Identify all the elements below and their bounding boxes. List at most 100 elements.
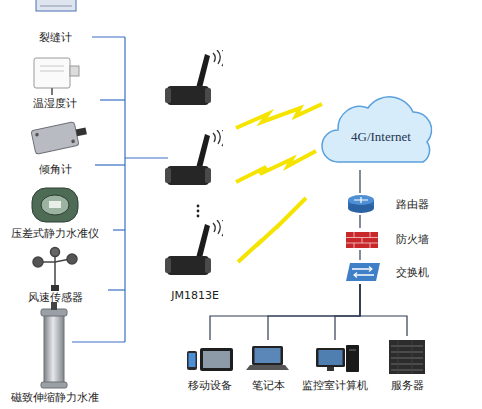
text-holder: 监控室计算机 (278, 379, 392, 392)
network-link (359, 170, 360, 193)
dtu-device (165, 218, 225, 275)
network-link (335, 284, 360, 340)
computer-icon (316, 345, 359, 372)
cloud-node: 4G/Internet (318, 92, 444, 170)
laptop-base (246, 365, 289, 370)
network-link (359, 215, 360, 228)
node-label: 倾角计 (0, 163, 115, 176)
firewall-node: 防火墙 (346, 228, 426, 250)
firewall-wall (346, 232, 378, 248)
text-holder: 4G/Internet (318, 130, 444, 143)
bus-stub (72, 341, 125, 342)
text-holder: 倾角计 (0, 163, 115, 176)
firewall-icon (346, 232, 378, 248)
cable (51, 88, 53, 95)
switch-node: 交换机 (346, 260, 426, 284)
bus-line (124, 37, 125, 342)
router-arrows (354, 197, 368, 203)
text-holder: 温湿度计 (0, 97, 115, 110)
node-label: 风速传感器 (0, 291, 125, 304)
switch-arrowheads (354, 267, 372, 278)
sensor-node: 磁致伸缩静力水准 (0, 302, 110, 404)
tower (346, 345, 359, 372)
text-holder: 服务器 (362, 379, 452, 392)
anemometer-icon (33, 248, 77, 292)
text-holder: 防火墙 (396, 233, 429, 246)
server-icon (389, 340, 425, 374)
lightning-bolt (236, 104, 322, 128)
phone-screen (189, 353, 196, 367)
bus-stub (108, 289, 125, 290)
router-node: 路由器 (346, 193, 426, 215)
router-icon (348, 195, 374, 213)
node-label: 笔记本 (224, 379, 312, 392)
text-holder: 裂缝计 (0, 31, 115, 44)
tablet (200, 348, 233, 371)
level-gauge-icon (32, 188, 78, 222)
crack-meter-line (40, 6, 72, 7)
ellipsis-dot (197, 215, 200, 218)
crack-meter-body (36, 0, 76, 11)
text-holder: 笔记本 (224, 379, 312, 392)
bolt (35, 133, 39, 137)
bus-stub (95, 164, 125, 165)
sensor-node: 温湿度计 (15, 52, 95, 110)
node-label: 温湿度计 (0, 97, 115, 110)
node-label: 交换机 (396, 266, 429, 279)
monitor-screen (319, 350, 343, 365)
node-label: 磁致伸缩静力水准 (0, 391, 130, 404)
node-label: 压差式静力水准仪 (0, 227, 130, 240)
text-holder: JM1813E (140, 289, 250, 302)
sensor-node: 裂缝计 (15, 0, 95, 44)
dtu-node: JM1813E (160, 218, 230, 302)
terminal-node: 移动设备 (180, 340, 240, 392)
server-rack (389, 340, 425, 374)
ellipsis-dot (197, 205, 200, 208)
terminal-node: 服务器 (382, 336, 432, 392)
crack-meter-icon (36, 0, 76, 11)
sensor-node: 倾角计 (15, 118, 95, 176)
monitor-stand (327, 367, 334, 371)
text-holder: 交换机 (396, 266, 429, 279)
gauge-label (49, 201, 61, 208)
inclinometer-body (31, 122, 79, 155)
inclinometer-icon (31, 120, 89, 155)
node-label: 移动设备 (160, 379, 260, 392)
bus-feed (125, 157, 168, 158)
node-label: 4G/Internet (318, 130, 444, 143)
text-holder: 风速传感器 (0, 291, 125, 304)
switch-icon (346, 263, 380, 281)
cap (41, 309, 67, 316)
vent-line (40, 66, 64, 67)
humidity-probe (70, 66, 79, 76)
laptop-screen (255, 348, 281, 363)
network-link (268, 284, 360, 340)
cap (41, 382, 67, 388)
server-columns (398, 340, 412, 374)
humidity-box (34, 58, 70, 88)
text-holder: 压差式静力水准仪 (0, 227, 130, 240)
gauge-face (41, 195, 69, 215)
lightning-bolt (236, 151, 316, 182)
network-link (359, 250, 360, 260)
humidity-sensor-icon (34, 58, 79, 95)
connector (76, 127, 87, 136)
bus-stub (92, 36, 125, 37)
cup (51, 248, 60, 257)
network-link (210, 284, 360, 340)
wireless-link (236, 104, 322, 262)
node-label: 监控室计算机 (278, 379, 392, 392)
node-label: 服务器 (362, 379, 452, 392)
magnetostrictive-level-icon (41, 302, 67, 388)
sensor-bus (72, 37, 168, 342)
base (51, 285, 59, 291)
cylinder (44, 312, 64, 386)
switch-body (346, 263, 380, 281)
ellipsis-dot (197, 210, 200, 213)
text-holder: 路由器 (396, 198, 429, 211)
terminal-node: 笔记本 (244, 340, 292, 392)
node-label: JM1813E (140, 289, 250, 302)
cup (67, 254, 77, 264)
